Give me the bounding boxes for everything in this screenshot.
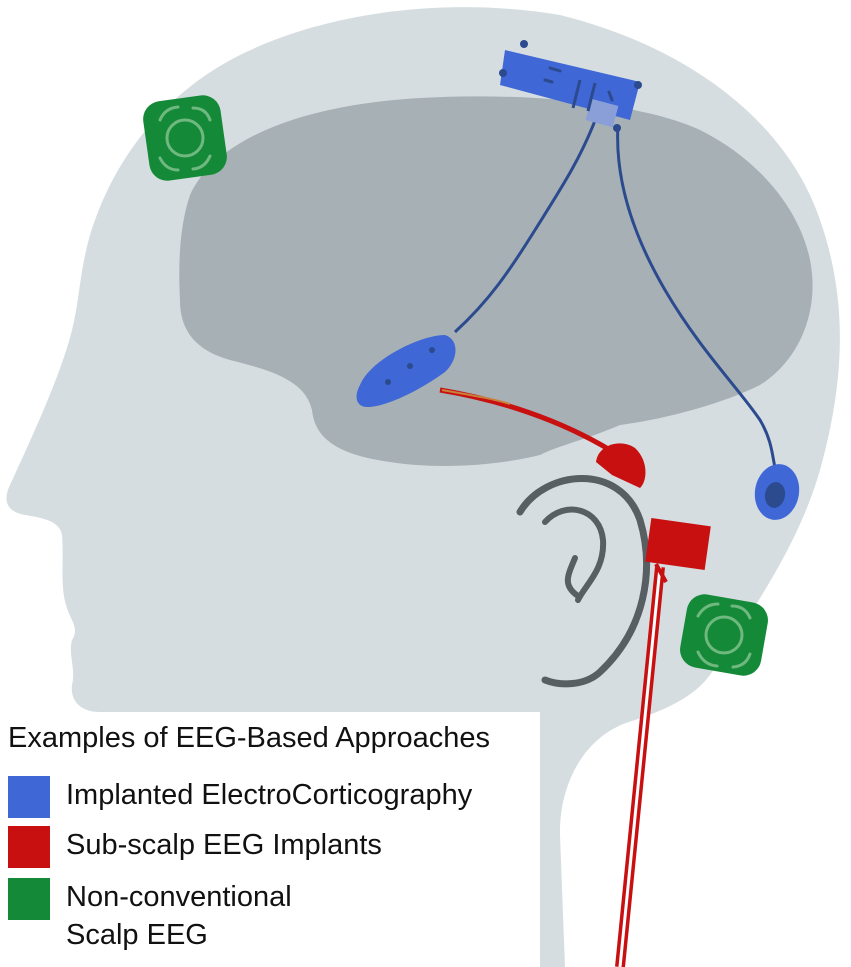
- subscalp-implant-head: [596, 443, 646, 488]
- legend-item-scalp: Non-conventional Scalp EEG: [8, 878, 292, 954]
- legend-item-subscalp: Sub-scalp EEG Implants: [8, 826, 382, 868]
- ecog-wire-left: [453, 117, 598, 334]
- swatch-scalp: [8, 878, 50, 920]
- legend-item-ecog: Implanted ElectroCorticography: [8, 776, 472, 818]
- scalp-electrode-front: [143, 95, 227, 181]
- legend-label-ecog: Implanted ElectroCorticography: [66, 779, 473, 811]
- legend-panel: [0, 712, 540, 967]
- ecog-wire-right: [616, 124, 780, 479]
- legend-title: Examples of EEG-Based Approaches: [8, 722, 490, 754]
- legend-label-scalp: Non-conventional Scalp EEG: [66, 881, 292, 951]
- swatch-ecog: [8, 776, 50, 818]
- swatch-subscalp: [8, 826, 50, 868]
- ear-outline: [516, 475, 650, 688]
- ecog-electrode-rear: [754, 464, 800, 520]
- scalp-electrode-rear: [680, 594, 768, 676]
- ecog-device: [499, 40, 642, 132]
- subscalp-implant-box: [615, 518, 711, 967]
- ecog-electrode-strip: [356, 335, 456, 408]
- legend-label-subscalp: Sub-scalp EEG Implants: [66, 829, 382, 861]
- brain-shape: [179, 96, 813, 466]
